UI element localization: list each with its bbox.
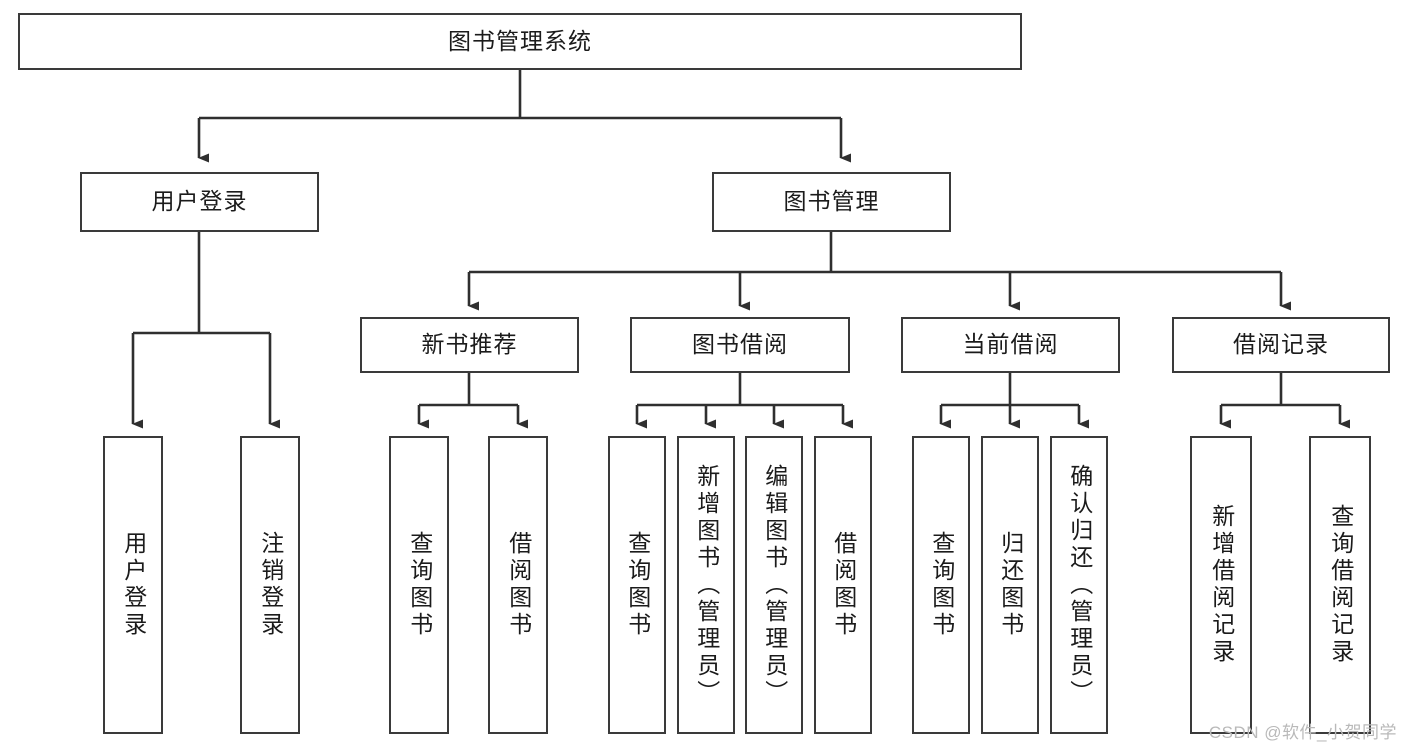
node-label: 新书推荐 <box>421 331 518 358</box>
node-book-manage[interactable]: 图书管理 <box>712 172 951 232</box>
node-label: 归还图书 <box>997 531 1024 639</box>
node-borrow-record[interactable]: 借阅记录 <box>1172 317 1390 373</box>
node-leaf-query-book-3[interactable]: 查询图书 <box>912 436 970 734</box>
node-leaf-borrow-book-2[interactable]: 借阅图书 <box>814 436 872 734</box>
node-book-borrow[interactable]: 图书借阅 <box>630 317 850 373</box>
node-label: 图书管理 <box>783 188 880 215</box>
node-new-book-recommend[interactable]: 新书推荐 <box>360 317 579 373</box>
node-label: 查询借阅记录 <box>1327 504 1354 666</box>
node-leaf-confirm-return[interactable]: 确认归还（管理员） <box>1050 436 1108 734</box>
node-leaf-query-book-2[interactable]: 查询图书 <box>608 436 666 734</box>
node-leaf-add-book[interactable]: 新增图书（管理员） <box>677 436 735 734</box>
node-label: 新增借阅记录 <box>1208 504 1235 666</box>
watermark-text: CSDN @软件_小贺同学 <box>1208 723 1397 742</box>
node-label: 借阅记录 <box>1233 331 1329 358</box>
node-label: 新增图书（管理员） <box>693 463 720 707</box>
node-label: 借阅图书 <box>505 531 532 639</box>
node-label: 图书管理系统 <box>448 27 592 54</box>
node-label: 查询图书 <box>928 531 955 639</box>
node-leaf-borrow-book-1[interactable]: 借阅图书 <box>488 436 548 734</box>
node-leaf-query-record[interactable]: 查询借阅记录 <box>1309 436 1371 734</box>
node-label: 用户登录 <box>151 188 248 215</box>
node-label: 查询图书 <box>624 531 651 639</box>
node-leaf-query-book-1[interactable]: 查询图书 <box>389 436 449 734</box>
node-label: 用户登录 <box>120 531 147 639</box>
node-leaf-add-record[interactable]: 新增借阅记录 <box>1190 436 1252 734</box>
node-label: 注销登录 <box>257 531 284 639</box>
node-label: 图书借阅 <box>692 331 788 358</box>
node-label: 查询图书 <box>406 531 433 639</box>
node-label: 确认归还（管理员） <box>1066 463 1093 707</box>
node-label: 借阅图书 <box>830 531 857 639</box>
node-label: 当前借阅 <box>962 331 1059 358</box>
node-leaf-logout-login[interactable]: 注销登录 <box>240 436 300 734</box>
node-leaf-edit-book[interactable]: 编辑图书（管理员） <box>745 436 803 734</box>
node-user-login[interactable]: 用户登录 <box>80 172 319 232</box>
node-root-book-management-system[interactable]: 图书管理系统 <box>18 13 1022 70</box>
node-leaf-user-login[interactable]: 用户登录 <box>103 436 163 734</box>
node-current-borrow[interactable]: 当前借阅 <box>901 317 1120 373</box>
node-label: 编辑图书（管理员） <box>761 463 788 707</box>
node-leaf-return-book[interactable]: 归还图书 <box>981 436 1039 734</box>
